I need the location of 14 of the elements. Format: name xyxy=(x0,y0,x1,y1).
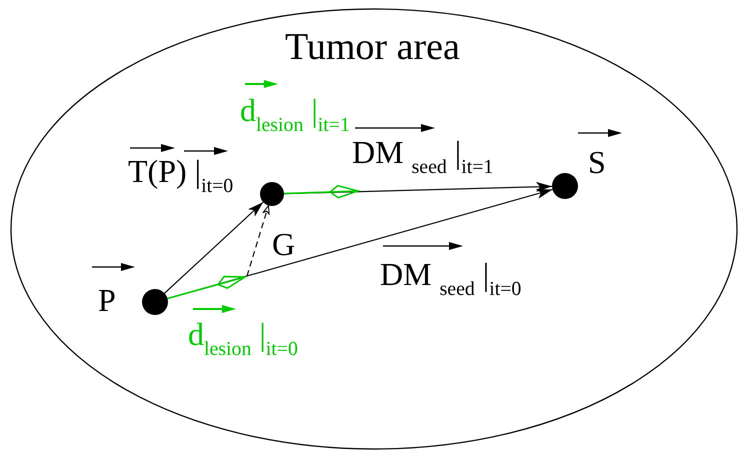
point-dot xyxy=(552,173,578,199)
edge-label: DM $_{seed}$ |$_{it=0}$ xyxy=(380,258,522,300)
point-dot xyxy=(260,182,284,206)
edge-label: T(P) |$_{it=0}$ xyxy=(128,155,234,197)
point-label: G xyxy=(272,228,296,260)
edge-label: d$_{lesion}$ |$_{it=1}$ xyxy=(240,94,350,136)
edge-label: DM $_{seed}$ |$_{it=1}$ xyxy=(352,136,494,178)
point-dot xyxy=(142,289,168,315)
point-label: S xyxy=(588,146,606,178)
dashed-arrow xyxy=(246,205,270,276)
point-label: P xyxy=(98,284,116,316)
arrow xyxy=(164,202,264,294)
region-title: Tumor area xyxy=(285,28,460,66)
edge-label: d$_{lesion}$ |$_{it=0}$ xyxy=(188,318,298,360)
